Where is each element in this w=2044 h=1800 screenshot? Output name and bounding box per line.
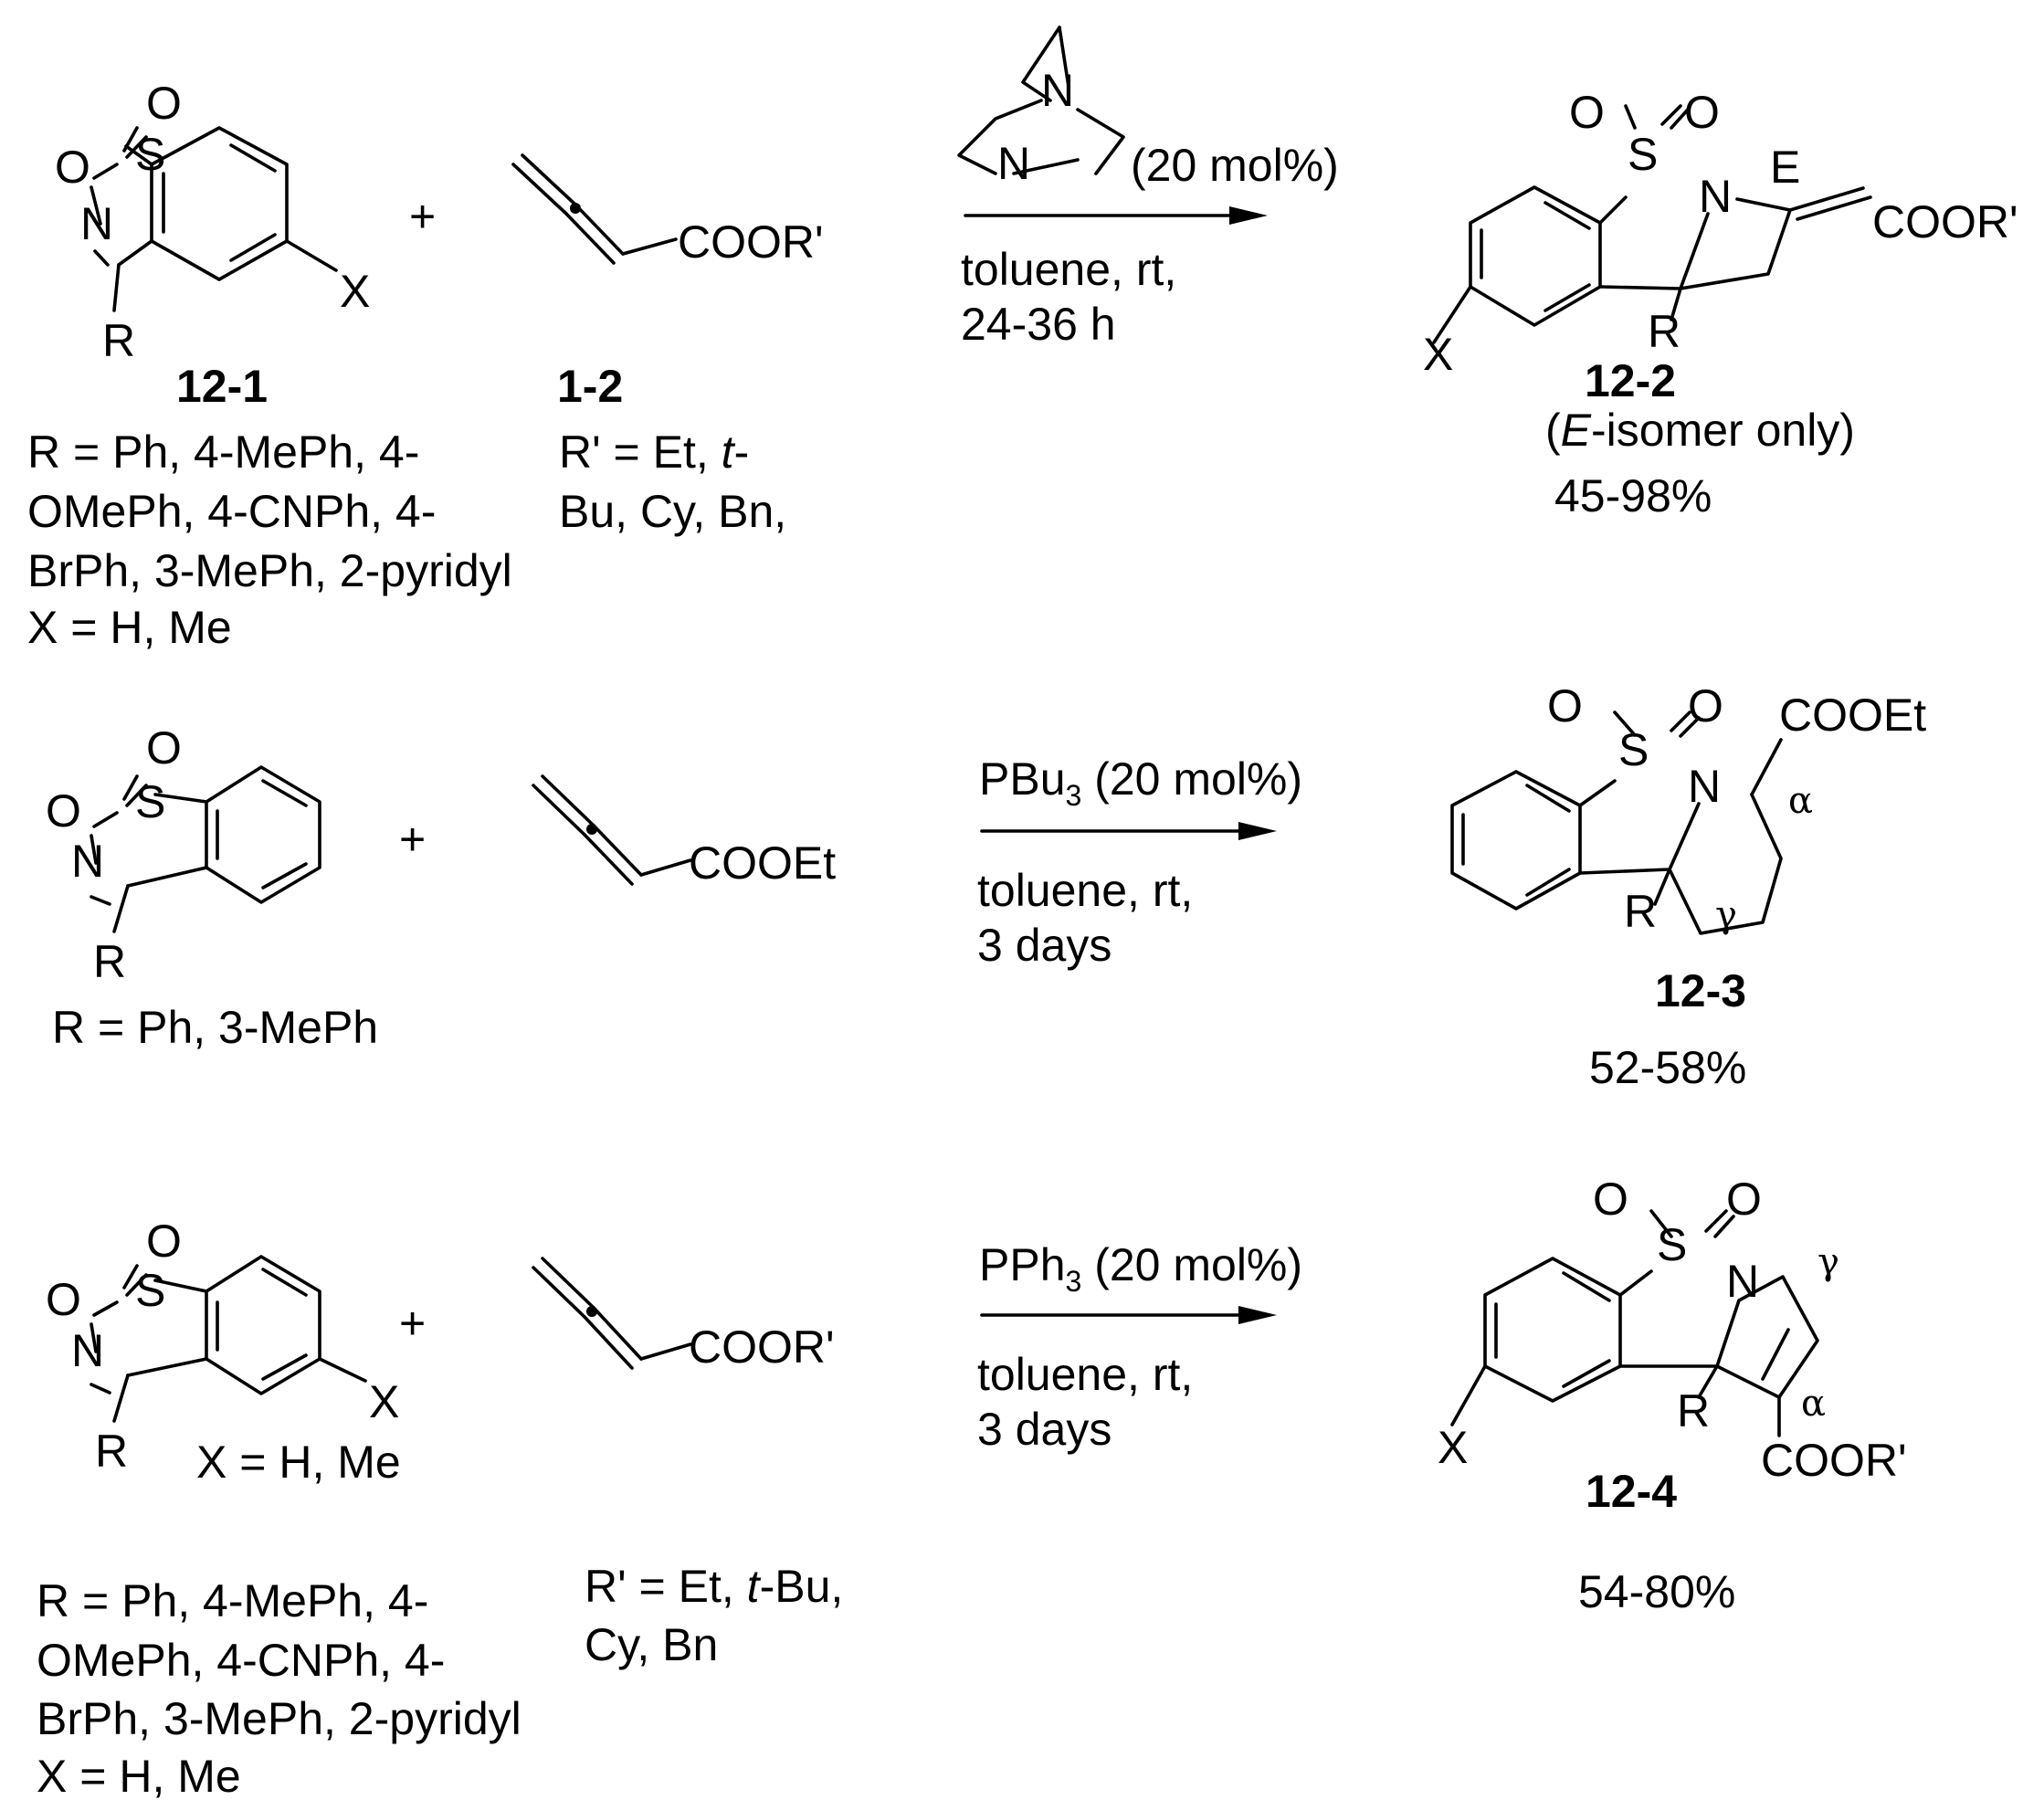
atom-x: X	[1423, 329, 1453, 380]
substituent-r-line: R = Ph, 4-MePh, 4-	[27, 426, 419, 478]
atom-r: R	[1624, 886, 1657, 937]
atom-o: O	[1593, 1174, 1628, 1225]
allenoate-group: COOEt	[689, 837, 836, 889]
atom-s: S	[1657, 1219, 1687, 1270]
substituent-r-prime-line: Bu, Cy, Bn,	[559, 486, 786, 537]
substituent-r-line: R = Ph, 3-MePh	[52, 1002, 378, 1053]
catalyst-dabco: N N (20 mol%)	[957, 26, 1339, 191]
compound-label-1-2: 1-2	[557, 361, 623, 412]
allenoate-1-2: COOR'	[511, 153, 824, 268]
reaction-conditions-solvent: toluene, rt,	[977, 1349, 1193, 1400]
stereo-note: (E-isomer only)	[1545, 405, 1855, 456]
atom-x: X	[1438, 1422, 1468, 1473]
reactant-benzoisothiazole: S O O N R	[46, 722, 321, 987]
atom-n: N	[71, 1325, 104, 1376]
atom-o: O	[1684, 87, 1720, 138]
atom-o: O	[146, 1216, 182, 1267]
reactant-12-1: S O O N R X	[55, 78, 370, 366]
atom-r: R	[1648, 306, 1681, 357]
reaction-conditions-time: 3 days	[977, 920, 1112, 971]
arrow-head	[1238, 1306, 1277, 1324]
substituent-r-line: OMePh, 4-CNPh, 4-	[27, 486, 436, 537]
atom-o: O	[1726, 1174, 1762, 1225]
atom-o: O	[55, 142, 90, 193]
plus-sign: +	[399, 1298, 426, 1349]
substituent-x-line: X = H, Me	[27, 602, 232, 653]
alpha-label: α	[1801, 1383, 1826, 1425]
gamma-label: γ	[1715, 894, 1737, 936]
allenoate-ethyl: COOEt	[532, 774, 836, 889]
atom-n: N	[997, 138, 1030, 189]
atom-s: S	[135, 1265, 165, 1316]
catalyst: PPh3 (20 mol%)	[979, 1239, 1302, 1298]
product-12-2: S O O N E R X COOR'	[1423, 87, 2018, 380]
reaction-conditions-solvent: toluene, rt,	[961, 244, 1176, 295]
atom-r: R	[93, 936, 126, 987]
product-group: COOR'	[1761, 1435, 1907, 1486]
substituent-r-line: BrPh, 3-MePh, 2-pyridyl	[27, 545, 512, 596]
atom-x: X	[340, 266, 370, 317]
reaction-conditions-solvent: toluene, rt,	[977, 865, 1193, 916]
atom-o: O	[146, 78, 182, 129]
product-yield: 45-98%	[1554, 470, 1712, 521]
plus-sign: +	[399, 814, 426, 865]
atom-o: O	[1569, 87, 1605, 138]
product-12-3: S O O N R α γ COOEt	[1450, 680, 1926, 937]
product-group: COOR'	[1872, 196, 2018, 247]
atom-s: S	[135, 776, 165, 827]
atom-n: N	[1041, 65, 1074, 116]
compound-label-12-2: 12-2	[1585, 355, 1676, 406]
compound-label-12-3: 12-3	[1655, 965, 1746, 1016]
atom-n: N	[1688, 761, 1721, 812]
compound-label-12-1: 12-1	[176, 361, 268, 412]
atom-x: X	[369, 1376, 399, 1427]
atom-n: N	[1726, 1256, 1759, 1307]
arrow-head	[1229, 206, 1268, 225]
gamma-label: γ	[1817, 1241, 1839, 1283]
atom-s: S	[1628, 129, 1658, 180]
atom-n: N	[71, 836, 104, 887]
substituent-r-line: BrPh, 3-MePh, 2-pyridyl	[37, 1693, 522, 1744]
atom-o: O	[46, 785, 81, 837]
atom-o: O	[1547, 680, 1583, 732]
atom-o: O	[146, 722, 182, 774]
reaction-conditions-time: 3 days	[977, 1404, 1112, 1455]
atom-s: S	[1618, 724, 1649, 775]
substituent-r-prime-line: R' = Et, t-Bu,	[585, 1561, 843, 1612]
product-12-4: S O O N R X γ α COOR'	[1438, 1174, 1907, 1486]
allenoate-group: COOR'	[689, 1321, 835, 1373]
alpha-label: α	[1788, 780, 1813, 822]
substituent-x-line: X = H, Me	[196, 1437, 401, 1488]
product-group: COOEt	[1779, 689, 1926, 741]
substituent-r-prime-line: R' = Et, t-	[559, 426, 749, 478]
atom-r: R	[1677, 1385, 1710, 1437]
catalyst: PBu3 (20 mol%)	[979, 753, 1302, 812]
substituent-r-line: R = Ph, 4-MePh, 4-	[37, 1575, 428, 1626]
atom-e: E	[1770, 142, 1800, 193]
allenoate-group: COOR'	[678, 216, 824, 268]
atom-r: R	[102, 315, 135, 366]
product-yield: 54-80%	[1578, 1566, 1735, 1617]
atom-n: N	[80, 198, 113, 249]
substituent-x-line: X = H, Me	[37, 1751, 241, 1800]
catalyst-loading: (20 mol%)	[1131, 140, 1339, 191]
substituent-r-line: OMePh, 4-CNPh, 4-	[37, 1635, 445, 1686]
allenoate-row3: COOR'	[532, 1257, 835, 1373]
arrow-head	[1238, 822, 1277, 840]
atom-r: R	[95, 1426, 128, 1477]
reactant-row3: S O O N R X	[46, 1216, 399, 1477]
reaction-conditions-time: 24-36 h	[961, 299, 1116, 350]
substituent-r-prime-line: Cy, Bn	[585, 1619, 718, 1670]
atom-o: O	[1688, 680, 1723, 732]
product-yield: 52-58%	[1589, 1042, 1746, 1093]
atom-s: S	[135, 129, 165, 180]
atom-o: O	[46, 1274, 81, 1325]
compound-label-12-4: 12-4	[1586, 1466, 1677, 1517]
plus-sign: +	[409, 191, 436, 242]
atom-n: N	[1699, 171, 1732, 222]
